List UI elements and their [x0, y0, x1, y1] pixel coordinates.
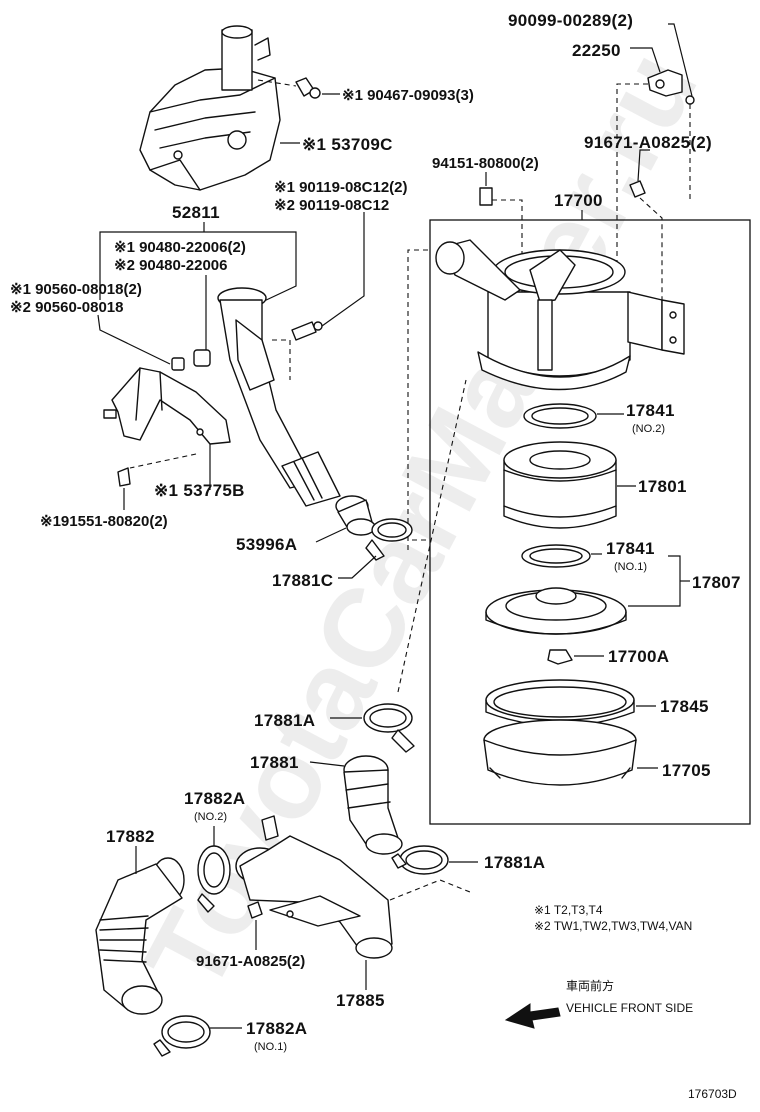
label-17700a: 17700A: [608, 647, 669, 666]
label-53996a: 53996A: [236, 535, 297, 554]
heat-cover-53709c: [139, 25, 281, 191]
label-90560-08018-1: ※1 90560-08018(2): [10, 281, 142, 298]
air-cleaner-case-17700: [435, 239, 685, 391]
label-53709c: ※1 53709C: [302, 135, 393, 154]
label-17882a-no2-note: (NO.2): [194, 811, 227, 823]
label-94151-80800: 94151-80800(2): [432, 155, 539, 172]
clip-17700a: [547, 649, 573, 665]
dash-line: [616, 83, 648, 268]
intake-duct-52811: [217, 287, 341, 507]
bolt-90467: [295, 77, 321, 99]
label-90560-08018-2: ※2 90560-08018: [10, 299, 124, 316]
leader-line: [321, 212, 365, 327]
clamp-17882a-no1: [153, 1015, 211, 1057]
bracket-53775b: [103, 367, 231, 445]
label-91671-a0825-top: 91671-A0825(2): [584, 133, 712, 152]
leader-line: [315, 527, 347, 543]
grommet-90480: [193, 349, 211, 367]
dash-line: [492, 199, 523, 330]
label-17882: 17882: [106, 827, 155, 846]
bolt-90119: [291, 321, 323, 341]
vehicle-front-arrow: [504, 1003, 561, 1029]
label-90119-08c12-1: ※1 90119-08C12(2): [274, 179, 408, 196]
leader-line: [668, 23, 693, 97]
label-17705: 17705: [662, 761, 711, 780]
dash-line: [407, 249, 430, 550]
label-22250: 22250: [572, 41, 621, 60]
assembly-box-17700: [429, 219, 751, 825]
clamp-17881c: [365, 518, 413, 561]
leader-line: [338, 555, 377, 579]
label-52811: 52811: [172, 203, 220, 222]
figure-id: 176703D: [688, 1087, 737, 1101]
leader-line: [309, 761, 345, 767]
label-17882a-no1-note: (NO.1): [254, 1041, 287, 1053]
label-90119-08c12-2: ※2 90119-08C12: [274, 197, 389, 214]
label-17881: 17881: [250, 753, 299, 772]
band-17845: [485, 679, 635, 727]
filter-element-17801: [503, 441, 617, 529]
dash-line: [129, 453, 197, 469]
leader-line: [97, 314, 171, 365]
gasket-17841-no1: [521, 544, 591, 568]
direction-english: VEHICLE FRONT SIDE: [566, 1001, 693, 1015]
leader-line: [637, 149, 650, 182]
label-17881a-top: 17881A: [254, 711, 315, 730]
label-17881a-right: 17881A: [484, 853, 545, 872]
leader-line: [99, 231, 297, 303]
label-17845: 17845: [660, 697, 709, 716]
label-17700: 17700: [554, 191, 603, 210]
label-17841-no2: 17841: [626, 401, 675, 420]
sleeve-53996a: [335, 495, 376, 536]
label-90480-22006-2: ※2 90480-22006: [114, 257, 228, 274]
hose-17882: [95, 857, 185, 1015]
label-53775b: ※1 53775B: [154, 481, 245, 500]
label-90480-22006-1: ※1 90480-22006(2): [114, 239, 246, 256]
label-91551-80820: ※191551-80820(2): [40, 513, 168, 530]
clamp-17881a-top: [363, 703, 415, 753]
direction-japanese: 車両前方: [566, 978, 614, 993]
label-17881c: 17881C: [272, 571, 333, 590]
collar-90560: [171, 357, 185, 371]
clamp-17882a-no2: [197, 845, 231, 913]
label-90467-09093: ※1 90467-09093(3): [342, 87, 474, 104]
bolt-91671-top: [629, 180, 646, 198]
label-17841-no2-note: (NO.2): [632, 423, 665, 435]
dash-line: [639, 197, 663, 300]
hose-17881: [343, 755, 403, 855]
bolt-94151: [479, 187, 493, 206]
bolt-91551: [117, 467, 131, 487]
label-90099-00289: 90099-00289(2): [508, 11, 633, 30]
label-91671-a0825-bottom: 91671-A0825(2): [196, 953, 305, 970]
clamp-17881a-right: [391, 845, 449, 875]
dash-line: [257, 79, 297, 87]
label-17841-no1-note: (NO.1): [614, 561, 647, 573]
label-17882a-no2: 17882A: [184, 789, 245, 808]
dash-line: [272, 339, 291, 380]
lower-case-17705: [483, 719, 637, 786]
legend-line-2: ※2 TW1,TW2,TW3,TW4,VAN: [534, 919, 692, 933]
label-17807: 17807: [692, 573, 741, 592]
dash-line: [389, 879, 471, 901]
cap-17807: [485, 587, 627, 635]
label-17885: 17885: [336, 991, 385, 1010]
duct-17885: [235, 815, 393, 959]
gasket-17841-no2: [523, 403, 597, 429]
label-17841-no1: 17841: [606, 539, 655, 558]
legend-line-1: ※1 T2,T3,T4: [534, 903, 603, 917]
label-17801: 17801: [638, 477, 687, 496]
label-17882a-no1: 17882A: [246, 1019, 307, 1038]
leader-line: [630, 47, 661, 73]
bolt-91671-bottom: [247, 901, 263, 919]
